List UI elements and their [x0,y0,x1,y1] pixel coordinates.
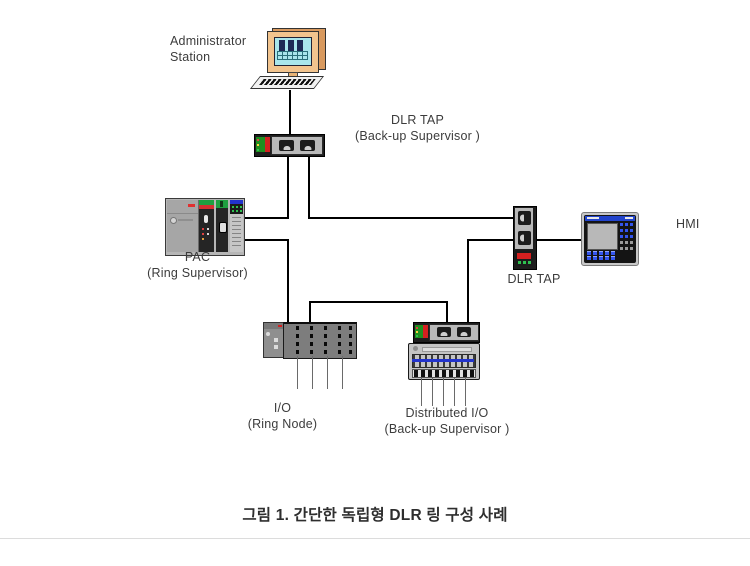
monitor-icon [267,31,319,73]
connection-line-io-up [309,301,311,323]
connection-line-top-tap-right-down [308,155,310,219]
hmi-title-bar [585,216,635,221]
tap-status-green [256,137,265,152]
connection-line-pac-port1 [243,217,289,219]
io-label: I/O (Ring Node) [247,401,318,431]
monitor-screen [274,37,312,66]
distributed-io-terminals [412,369,476,378]
tap-port-icon [279,140,294,151]
dlr-tap-top-icon [254,134,325,157]
hmi-screen [587,223,618,250]
io-adapter-module [263,322,285,358]
pac-comm-module [216,200,228,252]
io-field-wire [312,356,313,389]
io-field-wire [342,356,343,389]
tap-status-red [423,325,428,338]
dist-io-field-wire [421,378,422,406]
connection-line-to-right-tap-bottom [467,239,514,241]
connection-line-right-tap-to-hmi [535,239,581,241]
pac-label: PAC (Ring Supervisor) [147,250,248,280]
io-field-wire [327,356,328,389]
tap-port-icon [518,211,531,225]
dist-io-field-wire [454,378,455,406]
tap-port-icon [437,327,451,337]
dlr-tap-dist-icon [413,322,480,343]
administrator-station-label: Administrator Station [170,34,247,64]
figure-caption: 그림 1. 간단한 독립형 DLR 링 구성 사례 [242,507,508,524]
pac-ethernet-module [230,200,243,252]
hmi-bottom-keys [587,251,617,261]
tap-port-icon [518,231,531,245]
dist-io-field-wire [432,378,433,406]
connection-line-down-to-dist-tap [446,301,448,322]
io-rack-icon [283,322,357,359]
connection-line-io-to-dist-tap [309,301,448,303]
connection-line-down-to-io [287,239,289,323]
connection-line-top-tap-left-down [287,155,289,219]
dist-io-field-wire [465,378,466,406]
tap-status-red [517,253,531,259]
connection-line-dist-tap-up [467,239,469,322]
distributed-io-label-stripe [412,359,474,362]
pac-controller-icon [165,198,245,256]
tap-status-green [415,325,423,338]
hmi-label: HMI [676,217,700,231]
dist-io-field-wire [443,378,444,406]
keyboard-icon [249,76,325,89]
tap-status-green [518,261,521,264]
dlr-tap-right-label: DLR TAP [507,272,561,286]
pac-power-module [167,200,199,252]
page-divider [0,538,750,539]
tap-port-icon [457,327,471,337]
tap-status-red [265,137,270,152]
pac-cpu-module [199,200,214,252]
io-field-wire [297,356,298,389]
dlr-tap-right-icon [513,206,537,270]
hmi-panel-icon [581,212,639,266]
dlr-tap-top-label: DLR TAP (Back-up Supervisor ) [354,113,481,143]
tap-port-icon [300,140,315,151]
connection-line-to-right-tap-top [308,217,514,219]
hmi-function-keys [620,241,635,250]
connection-line-admin-to-top-tap [289,90,291,135]
distributed-io-label: Distributed I/O (Back-up Supervisor ) [384,406,510,436]
distributed-io-icon [408,343,480,380]
connection-line-pac-port2 [243,239,289,241]
